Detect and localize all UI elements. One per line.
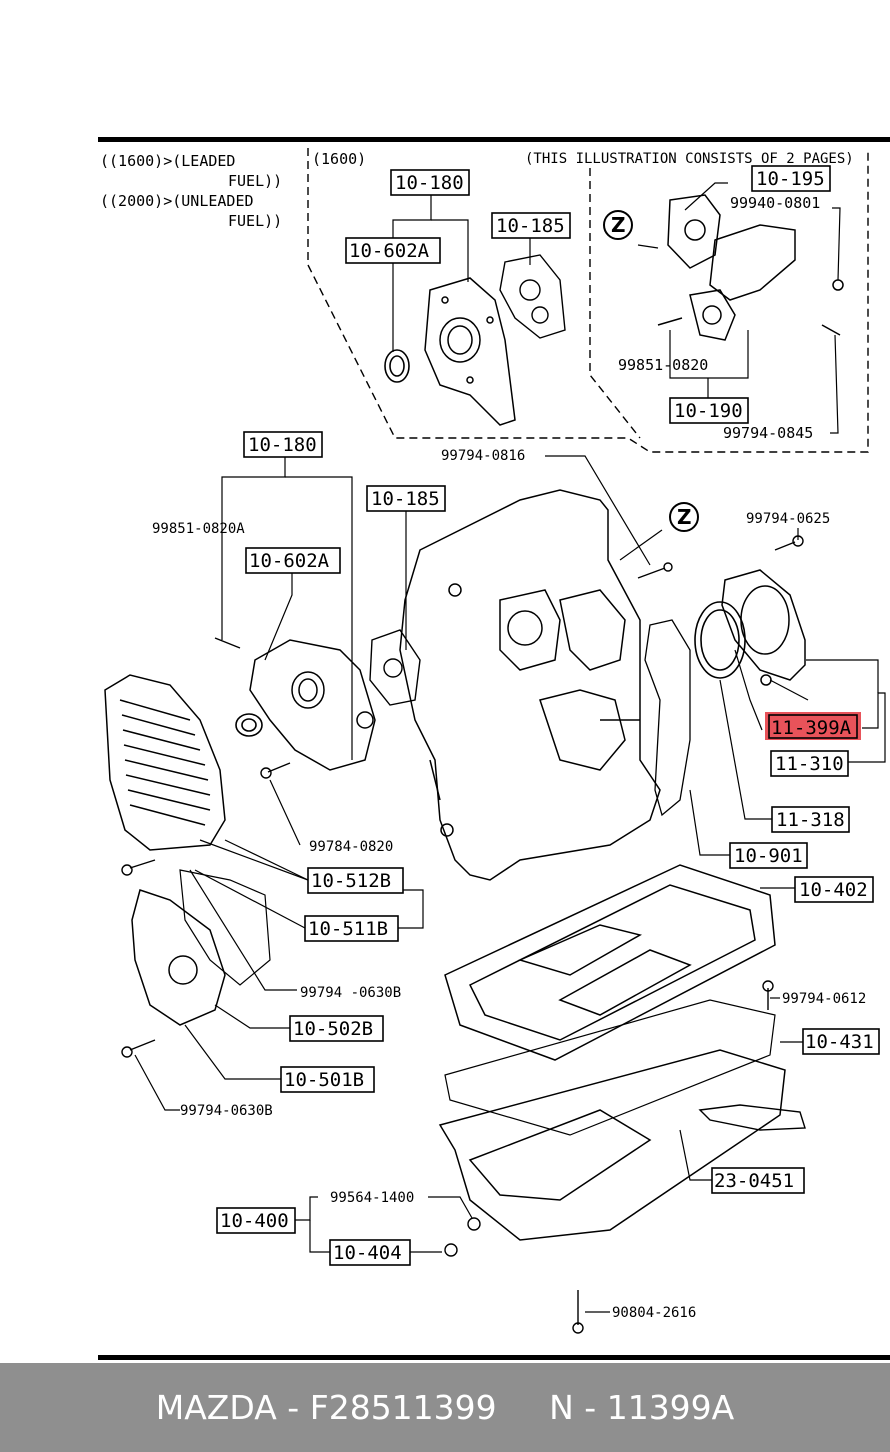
variant-note-2000-fuel: FUEL))	[228, 212, 282, 230]
box-10-901: 10-901	[729, 842, 808, 869]
box-10-431: 10-431	[802, 1028, 880, 1055]
part-90804-2616: 90804-2616	[612, 1305, 696, 1321]
oil-pan-upper	[444, 864, 776, 1061]
inset-part-99940-0801: 99940-0801	[730, 194, 820, 212]
part-number-footer: MAZDA - F28511399 N - 11399A	[0, 1363, 890, 1452]
inset-front-cover	[424, 277, 516, 426]
part-99794-0612: 99794-0612	[782, 991, 866, 1007]
inset-box-10-190: 10-190	[669, 397, 749, 424]
part-99794-0630B-lower: 99794-0630B	[180, 1103, 273, 1119]
svg-text:10-195: 10-195	[756, 168, 825, 190]
box-23-0451: 23-0451	[711, 1167, 805, 1194]
oil-pan-gasket	[444, 999, 776, 1136]
inset-zone-marker: Z	[603, 210, 633, 240]
inset-part-99794-0845: 99794-0845	[723, 424, 813, 442]
inset-oil-seal	[384, 349, 410, 383]
page-count-note: (THIS ILLUSTRATION CONSISTS OF 2 PAGES)	[525, 151, 854, 167]
main-leaders	[134, 455, 886, 1313]
svg-text:10-185: 10-185	[371, 488, 440, 510]
alt-part-number: N - 11399A	[549, 1388, 735, 1427]
engine-block	[399, 489, 661, 881]
timing-belt-lower-cover	[131, 889, 226, 1026]
svg-text:11-399A: 11-399A	[771, 717, 852, 739]
front-cover-main	[249, 639, 376, 771]
box-10-602A: 10-602A	[245, 547, 341, 574]
crank-front-seal	[235, 713, 263, 737]
svg-text:10-431: 10-431	[805, 1031, 874, 1053]
brand-label: MAZDA	[155, 1388, 277, 1427]
svg-text:10-502B: 10-502B	[293, 1018, 373, 1040]
svg-text:10-404: 10-404	[333, 1242, 402, 1264]
part-99564-1400: 99564-1400	[330, 1190, 414, 1206]
main-zone-marker: Z	[669, 502, 699, 532]
oil-strainer	[698, 1104, 806, 1131]
svg-text:10-901: 10-901	[734, 845, 803, 867]
box-10-501B: 10-501B	[280, 1066, 375, 1093]
highlight-11-399A	[765, 712, 861, 740]
variant-note-1600-fuel: FUEL))	[228, 172, 282, 190]
bottom-frame-rule	[98, 1355, 890, 1360]
svg-text:10-512B: 10-512B	[311, 870, 391, 892]
rear-oil-seal	[694, 601, 746, 679]
svg-text:10-400: 10-400	[220, 1210, 289, 1232]
inset-boundary	[307, 148, 869, 453]
box-10-402: 10-402	[794, 876, 874, 903]
timing-belt-upper-cover	[104, 674, 226, 851]
box-10-502B: 10-502B	[289, 1015, 384, 1042]
bolts	[121, 535, 804, 1334]
box-11-318: 11-318	[771, 806, 850, 833]
part-99794-0625: 99794-0625	[746, 511, 830, 527]
variant-note-2000: ((2000)>(UNLEADED	[100, 192, 254, 210]
svg-text:10-402: 10-402	[799, 879, 868, 901]
svg-text:10-190: 10-190	[674, 400, 743, 422]
thermostat-gasket	[369, 629, 421, 706]
inset-variant-label: (1600)	[312, 150, 366, 168]
svg-text:10-511B: 10-511B	[308, 918, 388, 940]
part-number: F28511399	[309, 1388, 497, 1427]
svg-text:10-180: 10-180	[248, 434, 317, 456]
cylinder-head-gasket-strip	[644, 619, 691, 817]
inset-box-10-602A: 10-602A	[345, 237, 441, 264]
inset-subdivider	[589, 168, 641, 439]
inset-water-pump	[657, 194, 844, 341]
box-11-310: 11-310	[770, 750, 849, 777]
part-99851-0820A: 99851-0820A	[152, 521, 245, 537]
part-99794-0630B: 99794 -0630B	[300, 985, 401, 1001]
variant-note-1600: ((1600)>(LEADED	[100, 152, 235, 170]
inset-box-10-185: 10-185	[491, 212, 571, 239]
box-10-400: 10-400	[216, 1207, 296, 1234]
svg-text:10-602A: 10-602A	[249, 550, 330, 572]
oil-pan-lower	[438, 1049, 786, 1241]
svg-text:11-318: 11-318	[776, 809, 845, 831]
box-10-180: 10-180	[243, 431, 323, 458]
rear-seal-housing	[721, 569, 806, 686]
svg-text:10-602A: 10-602A	[349, 240, 430, 262]
box-10-404: 10-404	[329, 1239, 411, 1266]
svg-text:Z: Z	[677, 505, 692, 529]
svg-text:23-0451: 23-0451	[714, 1170, 794, 1192]
inset-leaders	[392, 182, 841, 434]
separator: -	[287, 1388, 300, 1427]
top-frame-rule	[98, 137, 890, 142]
inset-box-10-180: 10-180	[390, 169, 470, 196]
part-99784-0820: 99784-0820	[309, 839, 393, 855]
inset-box-10-195: 10-195	[751, 165, 831, 192]
inset-gasket	[499, 254, 566, 339]
box-10-512B: 10-512B	[307, 867, 404, 894]
svg-text:10-185: 10-185	[496, 215, 565, 237]
svg-text:10-180: 10-180	[395, 172, 464, 194]
box-10-185: 10-185	[366, 485, 446, 512]
box-11-399A: 11-399A	[768, 714, 858, 739]
svg-text:10-501B: 10-501B	[284, 1069, 364, 1091]
box-10-511B: 10-511B	[304, 915, 399, 942]
timing-belt-upper-gasket	[179, 869, 271, 986]
svg-text:Z: Z	[611, 213, 626, 237]
inset-part-99851-0820: 99851-0820	[618, 356, 708, 374]
part-99794-0816: 99794-0816	[441, 448, 525, 464]
svg-text:11-310: 11-310	[775, 753, 844, 775]
